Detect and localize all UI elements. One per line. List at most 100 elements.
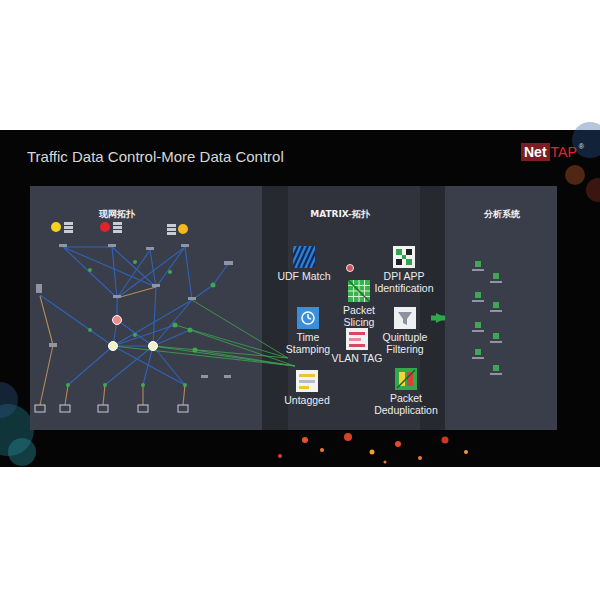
analysis-devices-part-part [475,292,481,298]
topology-devices-part [100,222,110,232]
color-splash [0,122,600,466]
topology-links-part-part [150,250,156,287]
slide-ground-part [0,130,600,467]
panel-ground-part [420,186,445,430]
topology-devices-part-part [211,283,216,288]
topology-links-part-part [63,246,112,247]
icon-part [395,368,417,390]
brand-logo: NetTAP® [521,143,584,161]
topology-links-part-part [117,250,150,298]
analysis-devices-part-part [490,281,502,283]
icon-part [349,338,361,341]
topology-links-part [113,300,295,366]
topology-links-part-part [142,385,143,405]
topology-devices-part [149,342,158,351]
analysis-devices-part-part [475,349,481,355]
topology-links-part-part [117,247,185,298]
icon-part [297,307,319,329]
topology-devices-part-part [103,383,107,387]
icon-part [303,246,313,268]
topology-devices-part-part [66,383,70,387]
color-splash-part [395,441,401,447]
feature-node: VLAN TAG [329,328,385,364]
color-splash-part [418,456,422,460]
topology-links-part-part [113,346,295,366]
analysis-devices-part-part [472,330,484,332]
logo-word: TAP [550,143,578,161]
topology-links-part-part [112,247,117,298]
feature-icon [393,246,415,268]
color-splash-part [384,461,387,464]
topology-devices-part-part [138,405,148,412]
topology-links-part-part [153,300,192,346]
topology-links [40,247,295,405]
topology-devices-part-part [35,405,45,412]
topology-devices-part [51,222,61,232]
feature-label: Time Stamping [282,331,334,355]
icon-part [394,307,416,329]
topology-panel: MATRIX-拓扑 UDF MatchDPI APP Identification… [262,186,445,430]
feature-node: UDF Match [274,246,334,282]
feature-label: Packet Slicing [335,304,383,328]
panel-heading: MATRIX-拓扑 [310,208,370,221]
icon-part [308,318,311,319]
topology-links-part-part [113,325,175,346]
panel-ground-part [262,186,288,430]
color-splash-part [0,382,18,418]
topology-devices-part-part [60,405,70,412]
analysis-devices-part-part [472,357,484,359]
topology-devices-part-part [188,328,193,333]
topology-devices-part [36,244,233,378]
topology-devices-part-part [36,284,42,293]
color-splash-part [442,437,449,444]
analysis-devices-part-part [490,373,502,375]
analysis-devices-part-part [490,341,502,343]
topology-devices-part [109,342,118,351]
color-splash-part [8,438,36,466]
topology-links-part-part [105,346,153,385]
topology-devices-part [113,222,122,225]
icon-part [393,246,415,268]
topology-devices-part [64,222,73,225]
topology-links-part-part [213,264,228,285]
slide-ground [0,130,600,467]
icon-part [348,296,370,297]
icon-part [349,344,365,347]
feature-label: Quintuple Filtering [380,331,430,355]
topology-links-part-part [113,346,185,385]
icon-part [398,312,412,325]
icon-part [299,374,315,377]
analysis-devices-part-part [493,273,499,279]
topology-devices-part-part [178,405,188,412]
topology-devices-part-part [133,333,137,337]
topology-devices-part-part [108,244,116,247]
analysis-devices-part-part [472,300,484,302]
feature-label: VLAN TAG [329,352,385,364]
panel-heading: 现网拓扑 [99,208,135,221]
feature-label: DPI APP Identification [363,270,445,294]
topology-devices-part-part [193,348,198,353]
topology-links-part-part [103,385,105,405]
icon-part [396,249,402,255]
icon-part [402,255,406,259]
topology-links-part-part [68,346,113,385]
analysis-devices-part-part [490,310,502,312]
topology-devices-part-part [146,247,154,250]
icon-part [349,332,365,335]
slide-title: Traffic Data Control-More Data Control [27,148,284,165]
topology-links-part-part [156,247,185,287]
icon-part [348,280,370,302]
topology-devices-part [167,224,176,227]
topology-links-part-part [190,330,295,366]
topology-devices-part [113,230,122,233]
icon-part [406,259,412,265]
topology-links-part-part [183,385,185,405]
topology-devices-part [178,224,188,234]
topology-links-part-part [153,330,190,346]
logo-word: Net [521,143,550,161]
topology-devices-part-part [188,297,196,300]
matrix-hub [347,265,354,272]
topology-links-part-part [63,247,117,298]
